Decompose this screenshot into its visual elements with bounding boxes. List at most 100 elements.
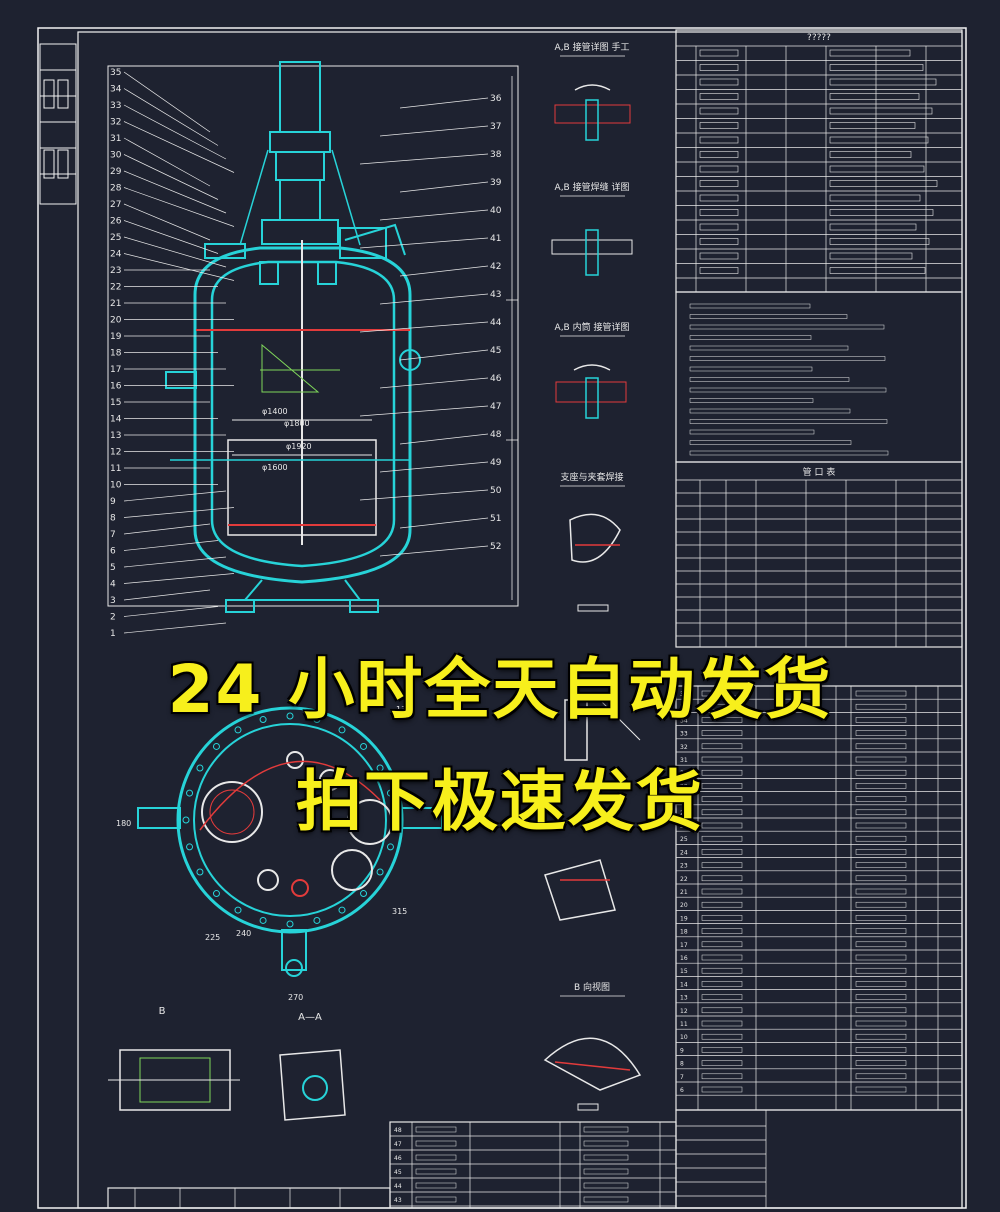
support-foot (225, 599, 255, 613)
table-cell-text (855, 954, 907, 961)
table-cell-text (699, 136, 739, 144)
bolt-hole (386, 843, 394, 851)
parts-row-number: 34 (680, 717, 688, 724)
side-nozzle-left (165, 371, 197, 389)
section-view (279, 1049, 346, 1121)
detail-label: A,B 接管焊缝 详图 (555, 181, 630, 193)
reducer (269, 131, 331, 153)
part-number-label: 33 (110, 101, 121, 111)
bolt-hole (196, 868, 204, 876)
parts-row-number: 46 (394, 1155, 402, 1162)
leader-line (123, 507, 235, 518)
table-cell-text (855, 756, 907, 763)
part-number-label: 43 (490, 290, 501, 300)
part-number-label: 24 (110, 250, 122, 260)
table-cell-text (699, 180, 739, 187)
table-cell-text (701, 1007, 743, 1014)
parts-row-number: 29 (680, 783, 688, 790)
parts-row-number: 20 (680, 902, 688, 909)
nozzle-table-header: 管 口 表 (803, 466, 836, 478)
leader-line (123, 71, 211, 133)
table-cell-text (855, 875, 907, 882)
detail-pipe (585, 229, 599, 276)
table-cell-text (829, 194, 921, 202)
binding-box (43, 79, 55, 109)
part-number-label: 8 (110, 514, 116, 524)
part-number-label: 28 (110, 184, 122, 194)
plan-nozzle-small (286, 751, 304, 769)
plan-nozzle-small (291, 879, 309, 897)
table-cell-text (855, 835, 907, 842)
plan-nozzle (347, 799, 393, 845)
leader-line (123, 121, 235, 173)
part-number-label: 12 (110, 448, 121, 458)
binding-box (43, 149, 55, 179)
leader-line (123, 137, 211, 187)
plan-nozzle-small (257, 869, 279, 891)
detail-curve (574, 84, 611, 91)
note-text-line (689, 356, 886, 361)
table-cell-text (701, 690, 743, 697)
bolt-hole (186, 789, 194, 797)
angle-text: 135 (396, 705, 411, 714)
detail-hatch (555, 381, 627, 403)
table-cell-text (855, 849, 907, 855)
parts-row-number: 32 (680, 744, 688, 751)
table-cell-text (701, 849, 743, 855)
table-cell-text (855, 717, 907, 723)
table-cell-text (583, 1154, 629, 1161)
plan-nozzle-large (201, 781, 263, 843)
bolt-hole (376, 868, 384, 876)
table-cell-text (701, 994, 743, 1000)
part-number-label: 30 (110, 151, 122, 161)
note-text-line (689, 419, 888, 424)
note-text-line (689, 345, 849, 351)
parts-row-number: 25 (680, 836, 688, 843)
part-number-label: 25 (110, 233, 121, 243)
parts-row-number: 12 (680, 1008, 688, 1015)
part-number-label: 20 (110, 316, 122, 326)
title-header: ????? (807, 33, 831, 43)
part-number-label: 38 (490, 150, 502, 160)
table-cell-text (855, 888, 907, 895)
top-nozzle (317, 261, 337, 285)
table-cell-text (855, 730, 907, 736)
bolt-hole (360, 742, 368, 750)
table-cell-text (415, 1126, 457, 1133)
table-cell-text (701, 901, 743, 908)
part-number-label: 10 (110, 481, 122, 491)
elevation-frame (107, 65, 519, 607)
detail-small (577, 1103, 599, 1111)
section-circle (302, 1075, 328, 1101)
table-cell-text (701, 703, 743, 710)
part-number-label: 49 (490, 458, 502, 468)
leader-line (123, 154, 219, 200)
part-number-label: 48 (490, 430, 502, 440)
table-cell-text (855, 928, 907, 934)
table-cell-text (699, 223, 739, 231)
section-label: A—A (298, 1012, 322, 1023)
part-number-label: 29 (110, 167, 122, 177)
leader-line (399, 265, 489, 277)
table-cell-text (829, 223, 917, 231)
parts-row-number: 26 (680, 823, 688, 830)
nozzle-table (675, 461, 963, 648)
sheet-outer-border (37, 27, 967, 1209)
title-block: ?????管 口 表363534333231302928272625242322… (675, 29, 963, 1209)
table-cell-text (415, 1196, 457, 1203)
detail-weld (569, 513, 621, 563)
leader-line (379, 545, 489, 557)
detail-bottom (543, 1037, 642, 1091)
table-cell-text (855, 822, 907, 829)
part-number-label: 31 (110, 134, 121, 144)
part-number-label: 4 (110, 580, 116, 590)
table-cell-text (415, 1182, 457, 1189)
detail-label: 支座与夹套焊接 (560, 471, 623, 483)
support-foot (349, 599, 379, 613)
leader-line (123, 523, 211, 535)
table-cell-text (701, 1086, 743, 1093)
table-cell-text (701, 730, 743, 736)
table-cell-text (699, 194, 739, 202)
dimension-text: φ1600 (262, 463, 288, 472)
leader-line (379, 377, 489, 389)
